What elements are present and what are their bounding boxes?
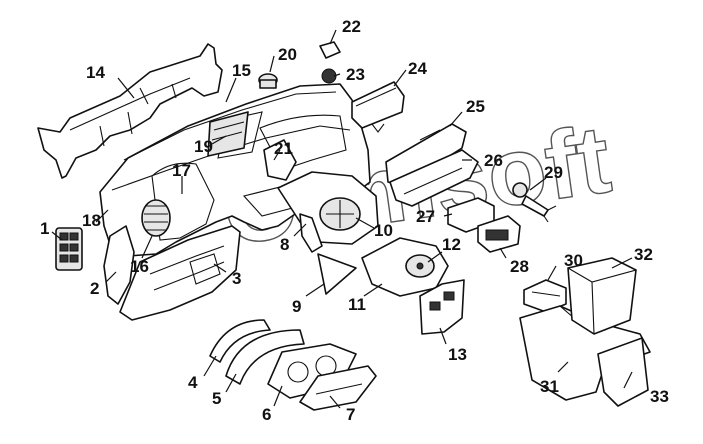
part-switch-panel <box>55 227 83 271</box>
part-radio <box>447 197 521 253</box>
part-end-panel <box>103 225 135 305</box>
callout-26: 26 <box>484 151 503 170</box>
callout-16: 16 <box>130 257 149 276</box>
callout-33: 33 <box>650 387 669 406</box>
callout-labels: 1 2 3 4 5 6 7 8 9 10 11 12 13 14 15 16 1… <box>40 17 669 424</box>
callout-23: 23 <box>346 65 365 84</box>
part-triangle-cover <box>317 253 357 295</box>
callout-30: 30 <box>564 251 583 270</box>
callout-22: 22 <box>342 17 361 36</box>
part-cluster-lens <box>225 329 305 385</box>
callout-9: 9 <box>292 297 301 316</box>
part-side-bracket <box>419 279 465 335</box>
part-key-lock <box>512 182 557 223</box>
callout-20: 20 <box>278 45 297 64</box>
part-storage-bin <box>567 257 637 335</box>
callout-3: 3 <box>232 269 241 288</box>
callout-19: 19 <box>194 137 213 156</box>
callout-7: 7 <box>346 405 355 424</box>
callout-24: 24 <box>408 59 427 78</box>
callout-25: 25 <box>466 97 485 116</box>
callout-17: 17 <box>172 161 191 180</box>
callout-5: 5 <box>212 389 221 408</box>
part-control-module <box>351 81 405 133</box>
part-steering-column <box>277 171 379 253</box>
callout-14: 14 <box>86 63 105 82</box>
part-console-bracket <box>523 279 567 313</box>
callout-21: 21 <box>274 139 293 158</box>
callout-32: 32 <box>634 245 653 264</box>
part-console-side-panel <box>597 337 649 407</box>
callout-29: 29 <box>544 163 563 182</box>
callout-28: 28 <box>510 257 529 276</box>
leader-lines <box>51 29 633 409</box>
part-cluster-base <box>299 365 377 411</box>
part-lower-trim <box>119 225 241 321</box>
callout-8: 8 <box>280 235 289 254</box>
callout-1: 1 <box>40 219 49 238</box>
part-side-vent <box>141 199 171 237</box>
callout-27: 27 <box>416 207 435 226</box>
part-cluster-hood <box>209 319 271 363</box>
part-small-clips <box>258 41 341 89</box>
callout-15: 15 <box>232 61 251 80</box>
callout-11: 11 <box>348 295 366 314</box>
part-cross-member <box>37 43 223 179</box>
callout-10: 10 <box>374 221 393 240</box>
callout-31: 31 <box>540 377 559 396</box>
part-center-bezel <box>207 111 297 181</box>
callout-4: 4 <box>188 373 198 392</box>
part-column-shroud <box>361 237 449 297</box>
callout-18: 18 <box>82 211 101 230</box>
callout-13: 13 <box>448 345 467 364</box>
callout-12: 12 <box>442 235 461 254</box>
callout-2: 2 <box>90 279 99 298</box>
callout-6: 6 <box>262 405 271 424</box>
